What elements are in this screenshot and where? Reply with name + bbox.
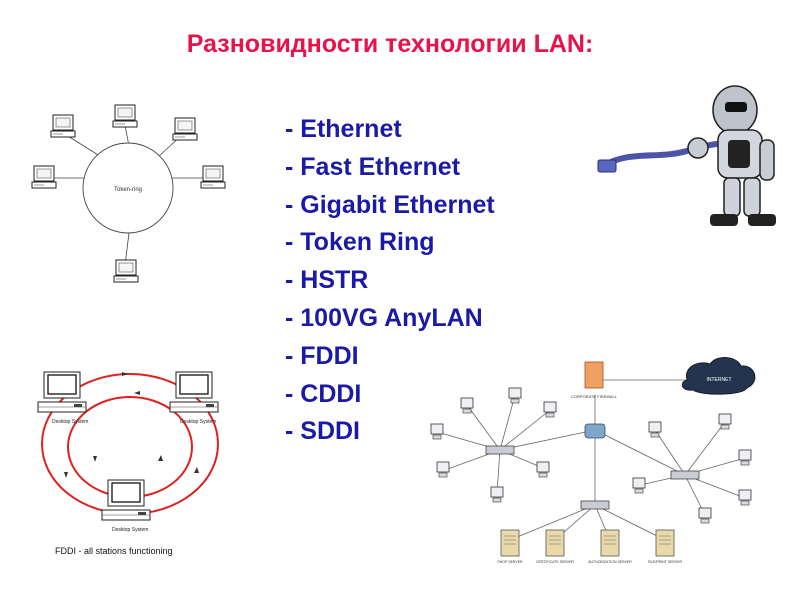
station-label: Desktop System xyxy=(112,527,148,533)
fddi-svg: Desktop System Desktop System Desktop Sy… xyxy=(37,371,219,533)
fddi-caption: FDDI - all stations functioning xyxy=(55,546,173,556)
server-label: SHOP SERVER xyxy=(497,560,523,564)
station-label: Desktop System xyxy=(180,419,216,425)
lan-technology-list: - Ethernet - Fast Ethernet - Gigabit Eth… xyxy=(285,111,495,451)
server-label: AUTHORIZATION SERVER xyxy=(588,560,632,564)
robot-illustration xyxy=(590,80,790,255)
token-ring-diagram: Token-ring xyxy=(20,95,250,295)
list-item: - Gigabit Ethernet xyxy=(285,190,495,219)
list-item: - HSTR xyxy=(285,266,369,295)
firewall-label: CORPORATE FIREWALL xyxy=(571,394,618,399)
list-item: - FDDI xyxy=(285,341,359,370)
robot-body xyxy=(687,85,776,226)
list-item: - 100VG AnyLAN xyxy=(285,303,483,332)
list-item: - SDDI xyxy=(285,417,360,446)
server-label: CERTIFICATE SERVER xyxy=(536,560,574,564)
rj45-plug-icon xyxy=(597,159,617,173)
router-icon xyxy=(584,423,606,439)
slide-title: Разновидности технологии LAN: xyxy=(0,30,800,59)
slide-title-text: Разновидности технологии LAN: xyxy=(186,30,594,58)
robot-svg xyxy=(597,85,776,226)
server-label: FILE/PRINT SERVER xyxy=(648,560,683,564)
list-item: - Token Ring xyxy=(285,228,435,257)
token-ring-label: Token-ring xyxy=(114,187,142,193)
list-item: - Fast Ethernet xyxy=(285,152,461,181)
ring-circle xyxy=(82,142,174,234)
station-label: Desktop System xyxy=(52,419,88,425)
internet-label: INTERNET xyxy=(707,377,732,383)
enterprise-network-diagram: CORPORATE FIREWALL INTERNET SHOP SERVER … xyxy=(425,350,785,590)
list-item: - CDDI xyxy=(285,379,362,408)
list-item: - Ethernet xyxy=(285,115,402,143)
internet-cloud-icon xyxy=(681,357,756,395)
network-svg: CORPORATE FIREWALL INTERNET SHOP SERVER … xyxy=(430,357,756,564)
fddi-diagram: Desktop System Desktop System Desktop Sy… xyxy=(30,352,230,542)
token-ring-svg: Token-ring xyxy=(31,104,226,283)
firewall-icon xyxy=(584,361,604,389)
